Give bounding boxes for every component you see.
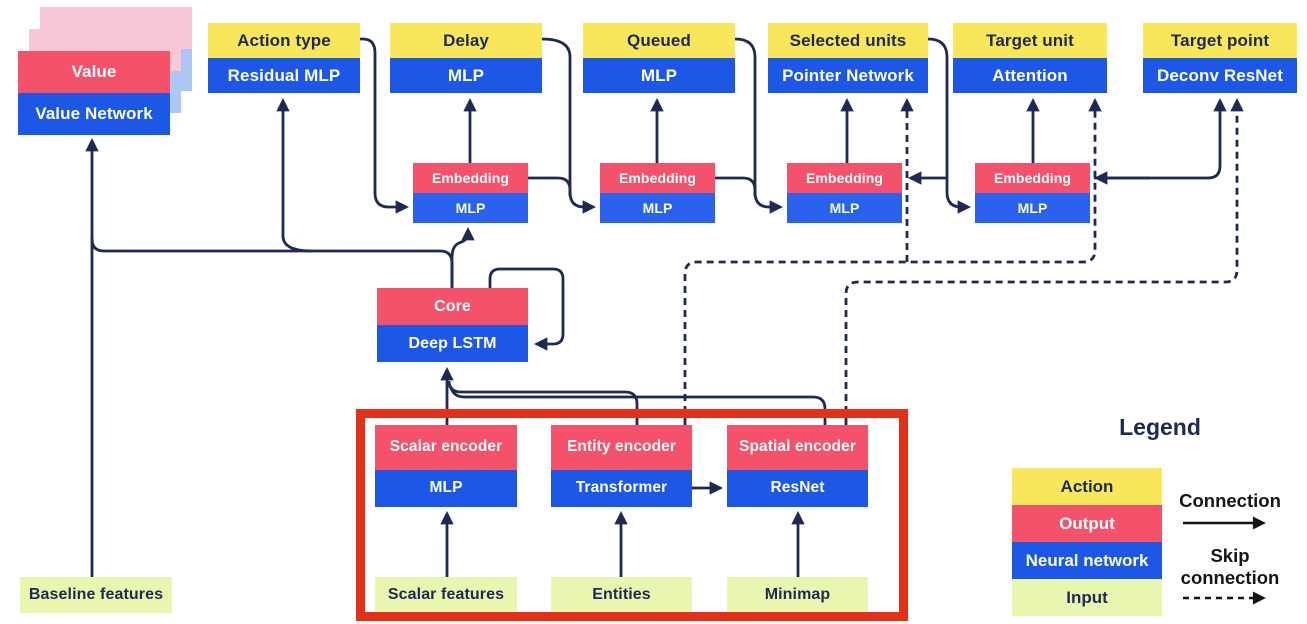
scalar-encoder-label: Scalar encoder bbox=[375, 425, 517, 470]
residual-mlp-label: Residual MLP bbox=[208, 58, 360, 93]
baseline-features-label: Baseline features bbox=[20, 577, 172, 613]
queued-label: Queued bbox=[583, 23, 735, 58]
wire-spatial-to-core bbox=[449, 386, 827, 425]
legend-output-swatch: Output bbox=[1012, 505, 1162, 542]
target-point-label: Target point bbox=[1143, 23, 1297, 58]
node-embedding-3: Embedding MLP bbox=[787, 163, 902, 223]
node-embedding-1: Embedding MLP bbox=[413, 163, 528, 223]
wire-selectedunits-to-embedding4 bbox=[927, 37, 972, 214]
node-selected-units: Selected units Pointer Network bbox=[768, 23, 928, 93]
delay-label: Delay bbox=[390, 23, 542, 58]
wire-entity-to-core bbox=[447, 380, 639, 425]
legend-title: Legend bbox=[1119, 414, 1201, 440]
node-value: Value Value Network bbox=[18, 51, 170, 135]
deep-lstm-label: Deep LSTM bbox=[377, 325, 528, 362]
wire-embedding1-out bbox=[528, 176, 572, 196]
embedding1-label: Embedding bbox=[413, 163, 528, 193]
queued-mlp-label: MLP bbox=[583, 58, 735, 93]
selected-units-label: Selected units bbox=[768, 23, 928, 58]
legend-skip-label-line1: Skip bbox=[1210, 545, 1250, 566]
minimap-label: Minimap bbox=[727, 577, 868, 613]
node-entities: Entities bbox=[551, 577, 692, 613]
legend-action-swatch: Action bbox=[1012, 468, 1162, 505]
legend-skip-label-line2: connection bbox=[1180, 567, 1280, 588]
scalar-features-label: Scalar features bbox=[375, 577, 517, 613]
node-target-unit: Target unit Attention bbox=[953, 23, 1107, 93]
resnet-label: ResNet bbox=[727, 469, 868, 507]
deconv-resnet-label: Deconv ResNet bbox=[1143, 58, 1297, 93]
core-label: Core bbox=[377, 288, 528, 325]
legend-input-swatch: Input bbox=[1012, 579, 1162, 616]
legend-connection-label: Connection bbox=[1179, 490, 1281, 511]
wire-lstm-loop bbox=[488, 267, 565, 351]
node-queued: Queued MLP bbox=[583, 23, 735, 93]
wire-actiontype-to-embedding1 bbox=[360, 37, 410, 214]
embedding2-label: Embedding bbox=[600, 163, 715, 193]
wire-core-to-value-branch bbox=[90, 235, 454, 288]
skip-entity-to-attention bbox=[683, 97, 1102, 425]
wire-embedding2-out bbox=[715, 176, 757, 196]
embedding4-mlp-label: MLP bbox=[975, 193, 1090, 223]
wire-core-to-actiontype bbox=[276, 97, 313, 253]
node-minimap: Minimap bbox=[727, 577, 868, 613]
node-scalar-features: Scalar features bbox=[375, 577, 517, 613]
node-spatial-encoder: Spatial encoder ResNet bbox=[727, 425, 868, 507]
wire-to-deconv bbox=[1094, 97, 1227, 180]
node-scalar-encoder: Scalar encoder MLP bbox=[375, 425, 517, 507]
pointer-network-label: Pointer Network bbox=[768, 58, 928, 93]
value-output-label: Value bbox=[18, 51, 170, 93]
embedding4-label: Embedding bbox=[975, 163, 1090, 193]
embedding3-mlp-label: MLP bbox=[787, 193, 902, 223]
transformer-label: Transformer bbox=[551, 469, 692, 507]
embedding1-mlp-label: MLP bbox=[413, 193, 528, 223]
delay-mlp-label: MLP bbox=[390, 58, 542, 93]
embedding2-mlp-label: MLP bbox=[600, 193, 715, 223]
skip-spatial-to-deconv bbox=[844, 97, 1244, 425]
spatial-encoder-label: Spatial encoder bbox=[727, 425, 868, 470]
embedding3-label: Embedding bbox=[787, 163, 902, 193]
node-core: Core Deep LSTM bbox=[377, 288, 528, 362]
value-network-label: Value Network bbox=[18, 93, 170, 135]
target-unit-label: Target unit bbox=[953, 23, 1107, 58]
node-embedding-2: Embedding MLP bbox=[600, 163, 715, 223]
attention-label: Attention bbox=[953, 58, 1107, 93]
entity-encoder-label: Entity encoder bbox=[551, 425, 692, 470]
node-delay: Delay MLP bbox=[390, 23, 542, 93]
node-action-type: Action type Residual MLP bbox=[208, 23, 360, 93]
node-entity-encoder: Entity encoder Transformer bbox=[551, 425, 692, 507]
node-baseline-features: Baseline features bbox=[20, 577, 172, 613]
node-target-point: Target point Deconv ResNet bbox=[1143, 23, 1297, 93]
wire-core-to-embedding1 bbox=[450, 226, 475, 288]
node-embedding-4: Embedding MLP bbox=[975, 163, 1090, 223]
legend-network-swatch: Neural network bbox=[1012, 542, 1162, 579]
action-type-label: Action type bbox=[208, 23, 360, 58]
entities-label: Entities bbox=[551, 577, 692, 613]
scalar-encoder-mlp-label: MLP bbox=[375, 469, 517, 507]
